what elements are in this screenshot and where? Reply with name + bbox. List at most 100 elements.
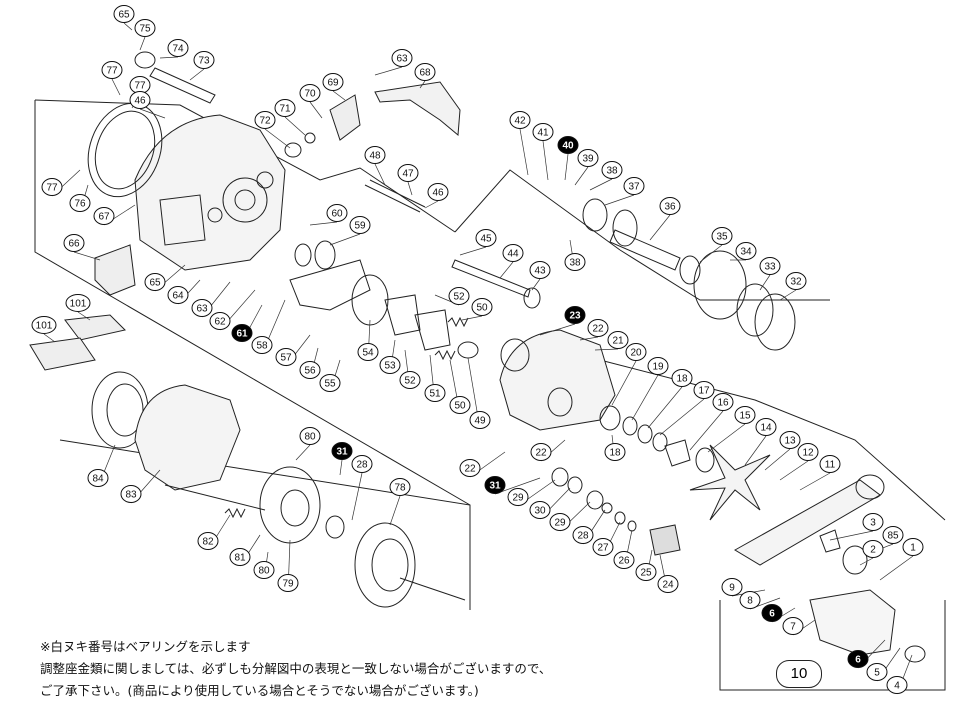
callout-label: 46 bbox=[432, 188, 444, 199]
callout-bubble bbox=[761, 604, 783, 622]
callout-label: 33 bbox=[764, 262, 776, 273]
callout-label: 83 bbox=[125, 490, 137, 501]
callout-bubble bbox=[41, 178, 63, 196]
callout-20: 20 bbox=[625, 343, 647, 361]
callout-55: 55 bbox=[319, 374, 341, 392]
leader-line-73 bbox=[189, 68, 205, 81]
callout-bubble bbox=[424, 384, 446, 402]
callout-label: 77 bbox=[46, 183, 58, 194]
leader-line-3 bbox=[829, 530, 874, 541]
callout-label: 39 bbox=[582, 154, 594, 165]
callout-label: 31 bbox=[489, 481, 501, 492]
callout-15: 15 bbox=[734, 406, 756, 424]
callout-bubble bbox=[564, 306, 586, 324]
callout-bubble bbox=[607, 331, 629, 349]
callout-bubble bbox=[274, 99, 296, 117]
callout-label: 65 bbox=[118, 10, 130, 21]
callout-25: 25 bbox=[635, 563, 657, 581]
part-16 bbox=[664, 439, 691, 467]
part-27 bbox=[614, 511, 626, 525]
callout-label: 73 bbox=[198, 56, 210, 67]
callout-bubble bbox=[449, 396, 471, 414]
frame-outline-left bbox=[34, 100, 471, 506]
callout-bubble bbox=[529, 261, 551, 279]
callout-12: 12 bbox=[797, 443, 819, 461]
callout-label: 43 bbox=[534, 266, 546, 277]
callout-bubble bbox=[549, 513, 571, 531]
leader-line-48 bbox=[374, 163, 386, 186]
callout-bubble bbox=[209, 312, 231, 330]
callout-bubble bbox=[721, 578, 743, 596]
part-37-gear bbox=[582, 198, 608, 232]
callout-bubble bbox=[389, 478, 411, 496]
callout-label: 84 bbox=[92, 474, 104, 485]
part-66 bbox=[94, 244, 136, 296]
part-14-star-drag bbox=[689, 444, 771, 521]
callout-52: 52 bbox=[448, 287, 470, 305]
callout-bubble bbox=[785, 272, 807, 290]
leader-line-70 bbox=[309, 101, 323, 119]
part-33 bbox=[736, 283, 774, 337]
callout-bubble bbox=[399, 371, 421, 389]
callout-63: 63 bbox=[191, 299, 213, 317]
callout-bubble bbox=[735, 242, 757, 260]
callout-30: 30 bbox=[529, 501, 551, 519]
part-47-shaft bbox=[369, 179, 426, 208]
part-83-sideplate bbox=[134, 384, 241, 491]
callout-bubble bbox=[299, 361, 321, 379]
callout-label: 19 bbox=[652, 362, 664, 373]
callout-label: 76 bbox=[74, 199, 86, 210]
callout-22: 22 bbox=[459, 459, 481, 477]
callout-bubble bbox=[101, 61, 123, 79]
callout-13: 13 bbox=[779, 431, 801, 449]
callout-42: 42 bbox=[509, 111, 531, 129]
callout-60: 60 bbox=[326, 204, 348, 222]
callout-49: 49 bbox=[469, 411, 491, 429]
leader-line-63 bbox=[374, 66, 403, 76]
callout-21: 21 bbox=[607, 331, 629, 349]
callout-31: 31 bbox=[331, 442, 353, 460]
callout-label: 82 bbox=[202, 537, 214, 548]
callout-bubble bbox=[69, 194, 91, 212]
callout-label: 72 bbox=[259, 116, 271, 127]
leader-line-69 bbox=[332, 90, 346, 101]
callout-label: 70 bbox=[304, 89, 316, 100]
callout-label: 74 bbox=[172, 44, 184, 55]
callout-40: 40 bbox=[557, 136, 579, 154]
callout-45: 45 bbox=[475, 229, 497, 247]
leader-line-19 bbox=[631, 374, 659, 421]
leader-line-72 bbox=[264, 128, 291, 149]
callout-31: 31 bbox=[484, 476, 506, 494]
callout-label: 28 bbox=[356, 460, 368, 471]
note-washers: 調整座金類に関しましては、必ずしも分解図中の表現と一致しない場合がございますので… bbox=[40, 661, 552, 676]
callout-bubble bbox=[93, 207, 115, 225]
callout-bubble bbox=[866, 663, 888, 681]
callout-label: 101 bbox=[70, 299, 87, 310]
callout-44: 44 bbox=[502, 244, 524, 262]
callout-22: 22 bbox=[530, 443, 552, 461]
callout-bubble bbox=[31, 316, 57, 334]
note-bearing: ※白ヌキ番号はベアリングを示します bbox=[40, 639, 251, 654]
leader-line-16 bbox=[689, 410, 724, 451]
callout-bubble bbox=[87, 469, 109, 487]
callout-bubble bbox=[604, 443, 626, 461]
callout-bubble bbox=[65, 294, 91, 312]
callout-83: 83 bbox=[120, 485, 142, 503]
callout-bubble bbox=[484, 476, 506, 494]
callout-bubble bbox=[693, 381, 715, 399]
callout-bubble bbox=[572, 526, 594, 544]
callout-43: 43 bbox=[529, 261, 551, 279]
callout-label: 42 bbox=[514, 116, 526, 127]
leader-line-66 bbox=[73, 251, 101, 261]
part-50-spring-lower bbox=[434, 349, 456, 361]
callout-label: 41 bbox=[537, 128, 549, 139]
callout-36: 36 bbox=[659, 197, 681, 215]
callout-28: 28 bbox=[351, 455, 373, 473]
callout-label: 68 bbox=[419, 68, 431, 79]
callout-layer: 6575747377774672717069636877766748474660… bbox=[31, 5, 924, 694]
callout-73: 73 bbox=[193, 51, 215, 69]
leader-line-35 bbox=[699, 244, 723, 263]
leader-line-101 bbox=[77, 311, 91, 321]
part-29-low bbox=[586, 490, 604, 510]
callout-18: 18 bbox=[604, 443, 626, 461]
